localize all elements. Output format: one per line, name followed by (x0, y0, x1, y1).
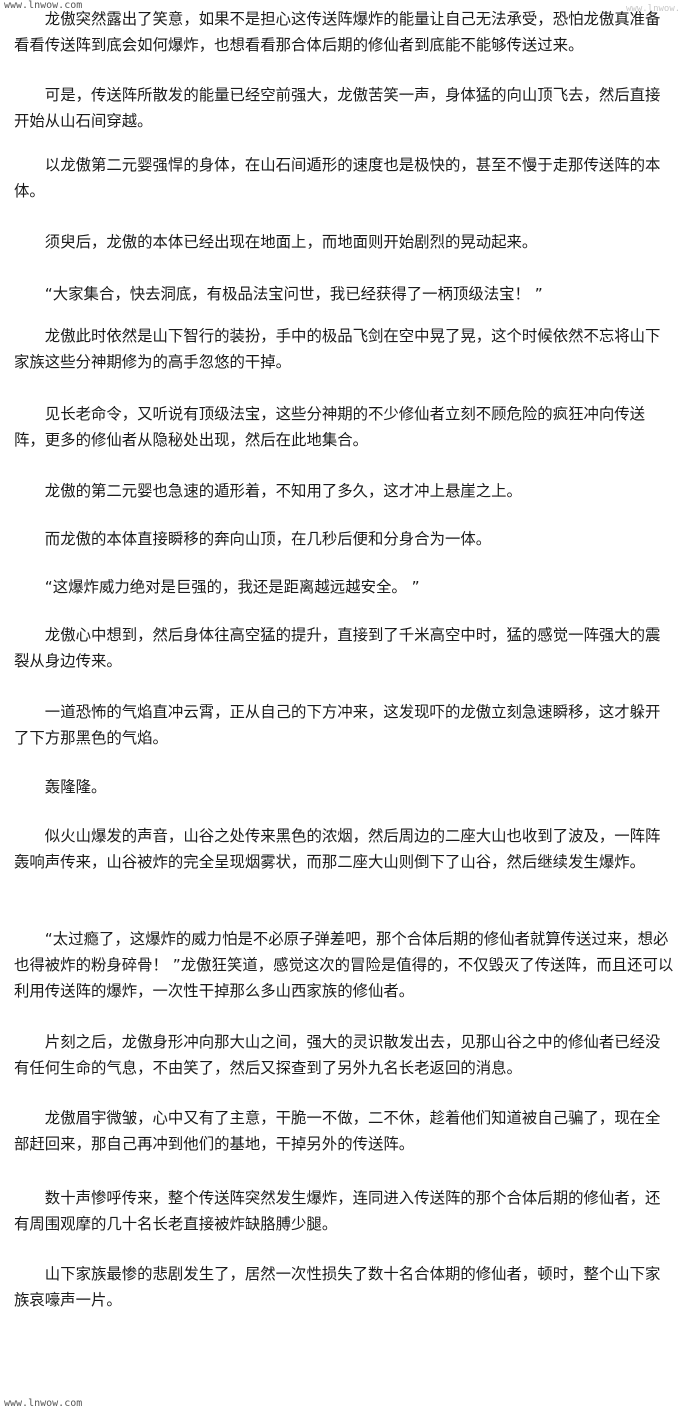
paragraph-6: 龙傲此时依然是山下智行的装扮，手中的极品飞剑在空中晃了晃，这个时候依然不忘将山下… (14, 327, 661, 371)
paragraph-14: 似火山爆发的声音，山谷之处传来黑色的浓烟，然后周边的二座大山也收到了波及，一阵阵… (14, 827, 661, 871)
watermark-bottom: www.lnwow.com (4, 1398, 83, 1409)
paragraph-11: 龙傲心中想到，然后身体往高空猛的提升，直接到了千米高空中时，猛的感觉一阵强大的震… (14, 626, 661, 670)
paragraph-8: 龙傲的第二元婴也急速的遁形着，不知用了多久，这才冲上悬崖之上。 (44, 482, 522, 500)
paragraph-15: “太过瘾了，这爆炸的威力怕是不必原子弹差吧，那个合体后期的修仙者就算传送过来，想… (14, 930, 674, 1000)
paragraph-4: 须臾后，龙傲的本体已经出现在地面上，而地面则开始剧烈的晃动起来。 (44, 233, 538, 251)
paragraph-16: 片刻之后，龙傲身形冲向那大山之间，强大的灵识散发出去，见那山谷之中的修仙者已经没… (14, 1033, 661, 1077)
paragraph-1: 龙傲突然露出了笑意，如果不是担心这传送阵爆炸的能量让自己无法承受，恐怕龙傲真准备… (14, 10, 661, 54)
paragraph-7: 见长老命令，又听说有顶级法宝，这些分神期的不少修仙者立刻不顾危险的疯狂冲向传送阵… (14, 405, 646, 449)
paragraph-5: “大家集合，快去洞底，有极品法宝问世，我已经获得了一柄顶级法宝！ ” (44, 285, 543, 303)
paragraph-17: 龙傲眉宇微皱，心中又有了主意，干脆一不做，二不休，趁着他们知道被自己骗了，现在全… (14, 1109, 661, 1153)
paragraph-12: 一道恐怖的气焰直冲云霄，正从自己的下方冲来，这发现吓的龙傲立刻急速瞬移，这才躲开… (14, 703, 661, 747)
paragraph-2: 可是，传送阵所散发的能量已经空前强大，龙傲苦笑一声，身体猛的向山顶飞去，然后直接… (14, 86, 661, 130)
paragraph-3: 以龙傲第二元婴强悍的身体，在山石间遁形的速度也是极快的，甚至不慢于走那传送阵的本… (14, 156, 661, 200)
paragraph-10: “这爆炸威力绝对是巨强的，我还是距离越远越安全。 ” (44, 578, 420, 596)
paragraph-9: 而龙傲的本体直接瞬移的奔向山顶，在几秒后便和分身合为一体。 (44, 530, 492, 548)
paragraph-19: 山下家族最惨的悲剧发生了，居然一次性损失了数十名合体期的修仙者，顿时，整个山下家… (14, 1265, 661, 1309)
watermark-top: www.lnwow.com (4, 0, 83, 11)
paragraph-18: 数十声惨呼传来，整个传送阵突然发生爆炸，连同进入传送阵的那个合体后期的修仙者，还… (14, 1189, 661, 1233)
paragraph-13: 轰隆隆。 (44, 778, 107, 796)
watermark-side: www.lnwow.com (626, 4, 680, 14)
